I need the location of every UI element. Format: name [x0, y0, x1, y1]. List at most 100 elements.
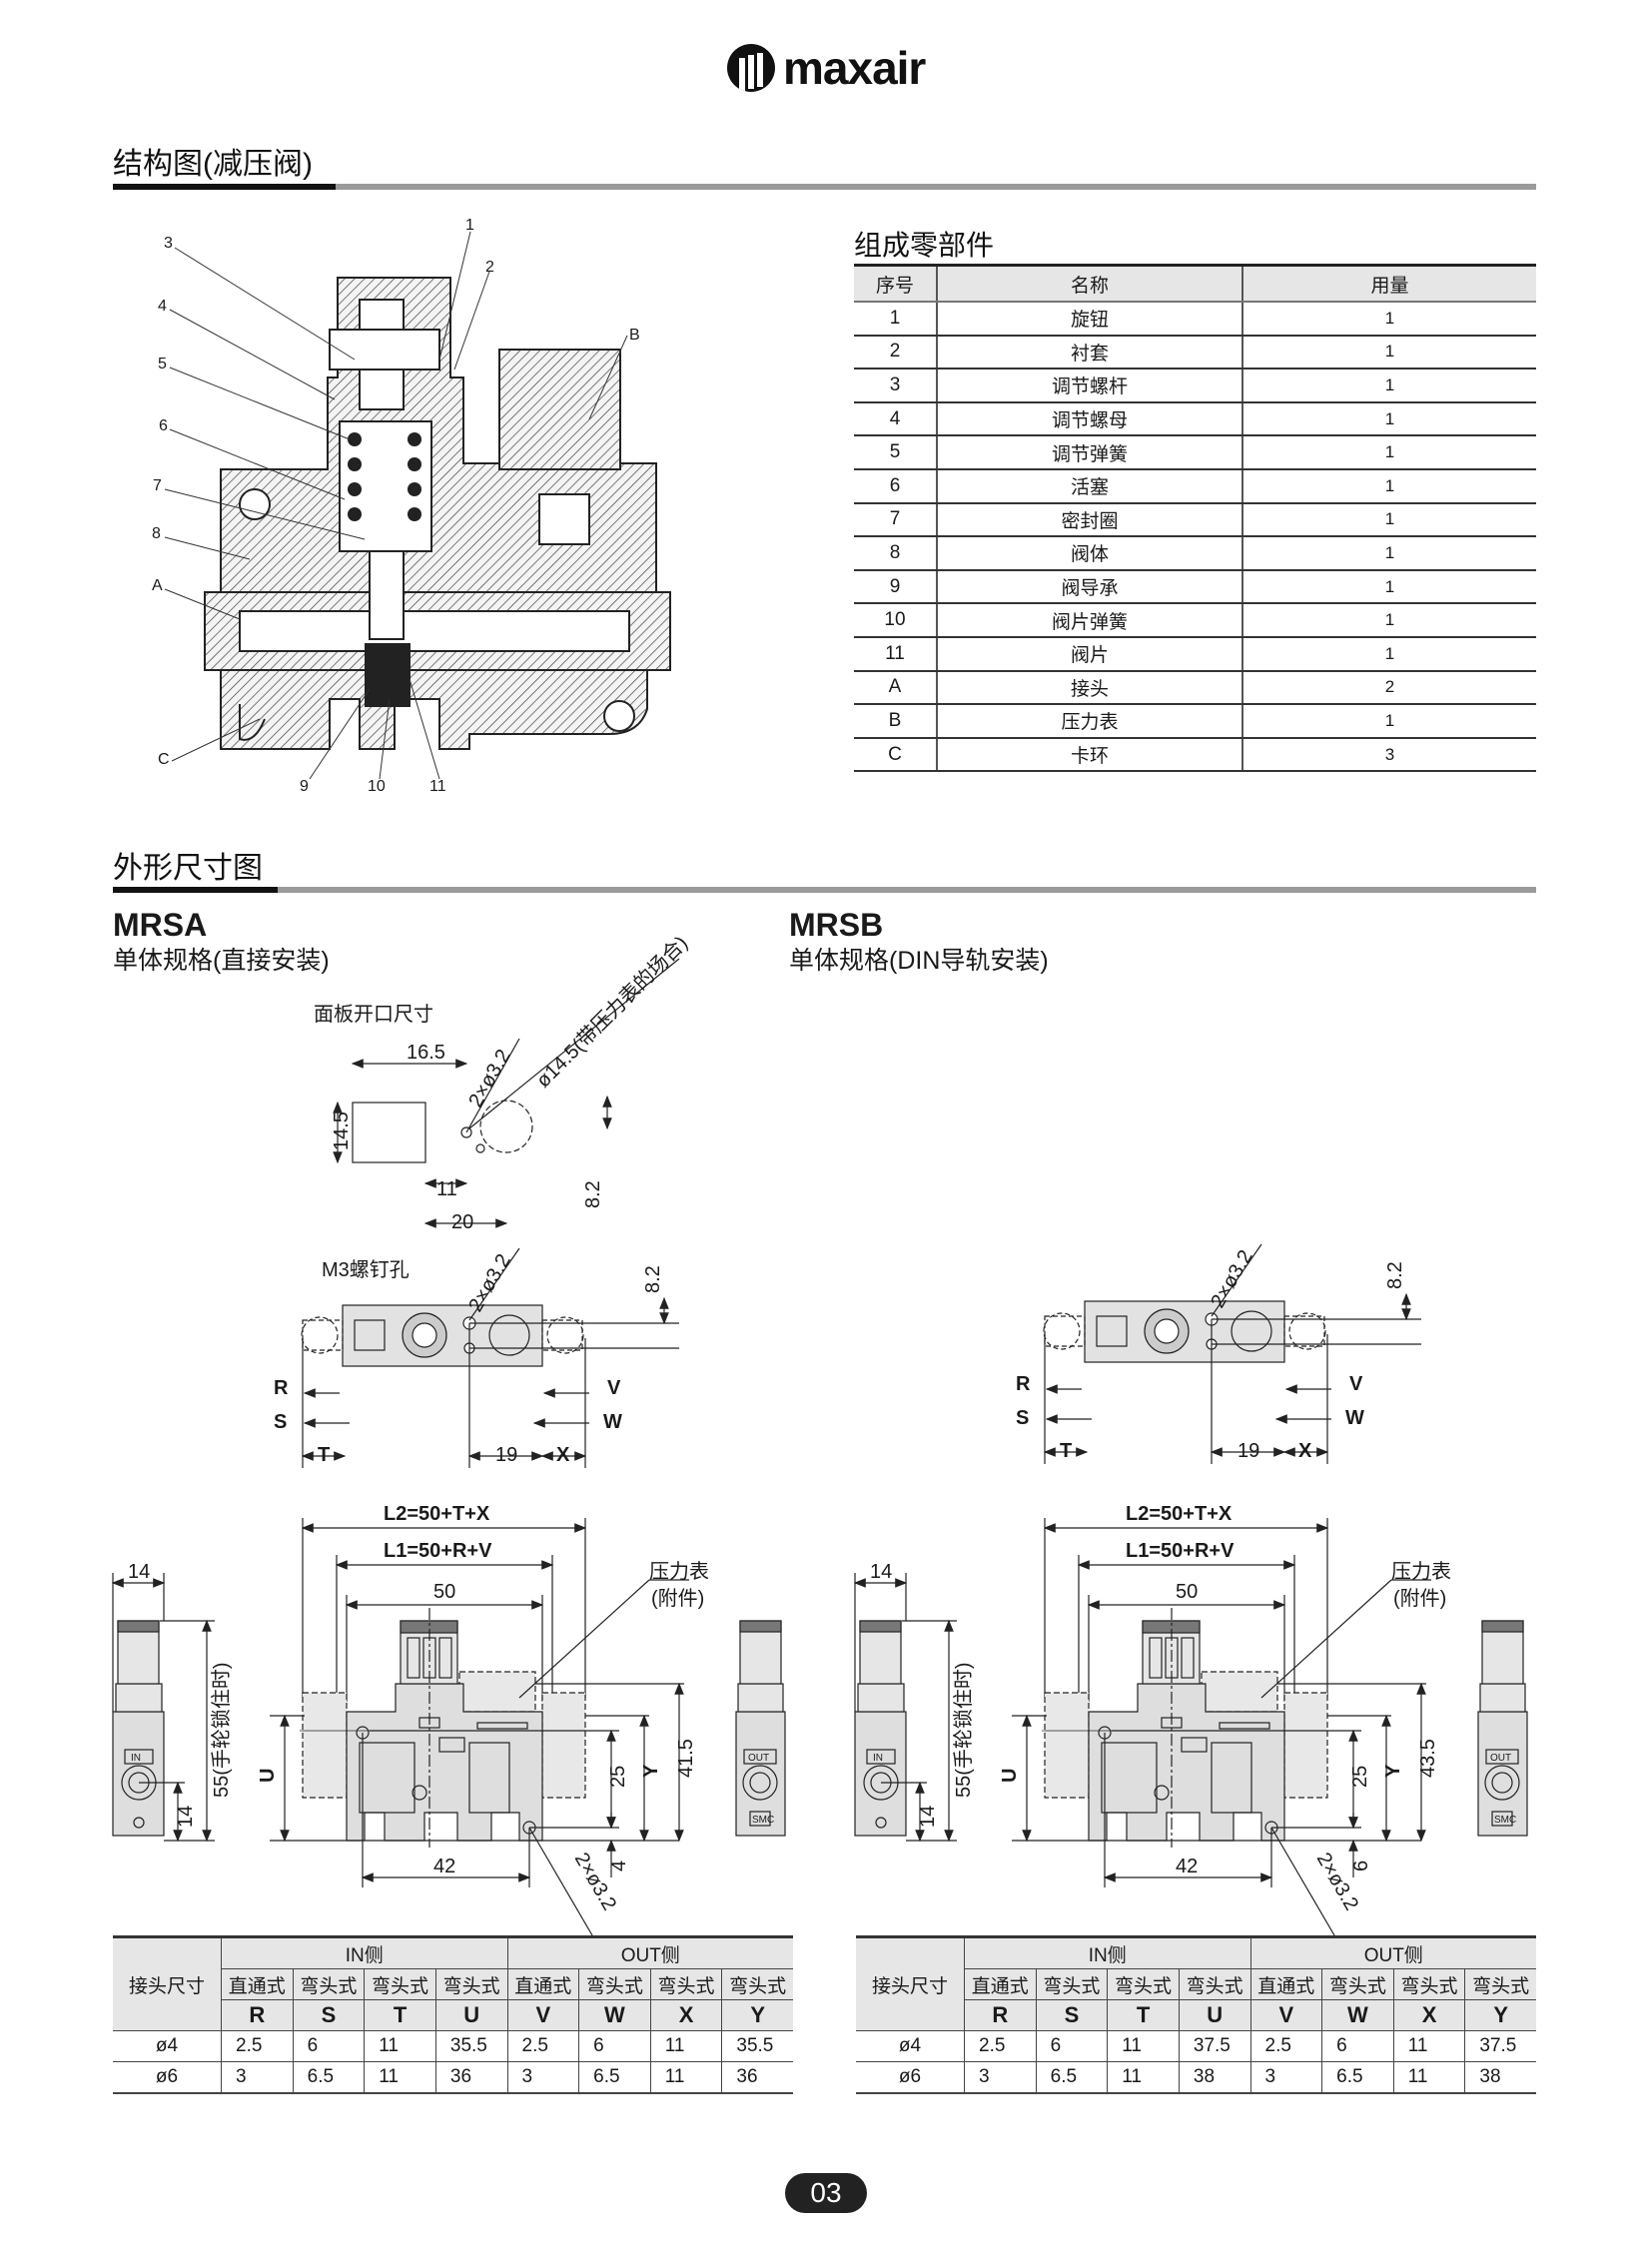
cross-section-leaders: [164, 231, 628, 780]
fitting-type-header: 弯头式: [1464, 1968, 1536, 2000]
logo-mark-icon: [727, 44, 775, 92]
part-quantity: 1: [1242, 468, 1536, 504]
front-view-drawing: [111, 1518, 786, 1948]
dimension-value: 6: [1321, 2030, 1394, 2062]
panel-cutout-labels: 面板开口尺寸 16.5 14.5 2×ø3.2 ø14.5(带压力表的场合) 1…: [314, 932, 692, 1233]
part-name: 调节弹簧: [937, 435, 1243, 470]
part-name: 压力表: [937, 704, 1243, 739]
callout-7: 7: [153, 477, 162, 494]
dim-8-2: 8.2: [1384, 1261, 1406, 1289]
dimension-letter-header: T: [1107, 1999, 1180, 2031]
dim-r: R: [274, 1377, 289, 1399]
out-side-header: OUT侧: [506, 1936, 793, 1969]
fitting-type-header: 弯头式: [1392, 1968, 1466, 2000]
dim-19: 19: [495, 1444, 517, 1466]
callout-9: 9: [300, 778, 309, 795]
in-side-header: IN侧: [221, 1936, 508, 1969]
dim-s: S: [1016, 1407, 1029, 1429]
callout-4: 4: [158, 298, 167, 315]
dim-v: V: [1349, 1373, 1363, 1395]
dim-14-width: 14: [128, 1561, 150, 1583]
smc-label: SMC: [1494, 1815, 1516, 1826]
dim-42: 42: [1176, 1856, 1198, 1877]
dim-l1: L1=50+R+V: [384, 1540, 492, 1562]
in-side-header: IN侧: [964, 1936, 1251, 1969]
callout-5: 5: [158, 356, 167, 373]
dim-l1: L1=50+R+V: [1126, 1540, 1235, 1562]
dim-holes: 2×ø3.2: [570, 1850, 620, 1914]
smc-label: SMC: [752, 1815, 774, 1826]
fitting-size: ø4: [113, 2030, 222, 2062]
cross-section-drawing: [204, 277, 671, 750]
part-quantity: 1: [1242, 502, 1536, 538]
callout-10: 10: [368, 778, 386, 795]
dimension-letter-header: V: [506, 1999, 580, 2031]
dim-y: Y: [640, 1764, 662, 1778]
dimension-value: 36: [434, 2061, 508, 2094]
page-number: 03: [785, 2173, 867, 2213]
dim-19: 19: [1238, 1440, 1259, 1462]
dim-holes: 2×ø3.2: [464, 1046, 514, 1111]
part-quantity: 1: [1242, 636, 1536, 672]
fitting-size: ø4: [856, 2030, 965, 2062]
fitting-type-header: 弯头式: [578, 1968, 651, 2000]
fitting-size-header: 接头尺寸: [856, 1936, 965, 2031]
dim-11: 11: [436, 1178, 457, 1200]
dimension-value: 6.5: [578, 2061, 651, 2094]
dimension-letter-header: W: [1321, 1999, 1394, 2031]
dim-gauge-cutout: ø14.5(带压力表的场合): [531, 932, 692, 1093]
callout-3: 3: [164, 235, 173, 252]
parts-table-header: 序号名称用量: [854, 265, 1536, 303]
dimension-value: 11: [1107, 2030, 1180, 2062]
part-number: 10: [854, 603, 938, 638]
dim-16-5: 16.5: [407, 1042, 445, 1064]
dim-14-5: 14.5: [331, 1112, 353, 1150]
part-name: 密封圈: [937, 502, 1243, 538]
callout-8: 8: [152, 525, 161, 542]
dimension-value: 37.5: [1464, 2030, 1536, 2062]
dimension-letter-header: V: [1249, 1999, 1323, 2031]
in-port-label: IN: [131, 1753, 141, 1764]
fitting-type-header: 弯头式: [1107, 1968, 1180, 2000]
model-mrsb-subtitle: 单体规格(DIN导轨安装): [789, 947, 1049, 975]
dimension-value: 3: [1249, 2061, 1323, 2094]
part-name: 活塞: [937, 468, 1243, 504]
cross-section-labels: 1 2 3 4 5 6 7 8 A C 9 10 11 B: [152, 217, 640, 795]
dim-14-width: 14: [870, 1561, 892, 1583]
fitting-type-row: 直通式弯头式弯头式弯头式直通式弯头式弯头式弯头式: [113, 1968, 793, 2000]
fitting-type-header: 弯头式: [1321, 1968, 1394, 2000]
dimension-value: 38: [1178, 2061, 1251, 2094]
fitting-type-header: 弯头式: [1178, 1968, 1251, 2000]
model-mrsb-title: MRSB: [789, 907, 884, 943]
dim-l2: L2=50+T+X: [384, 1503, 490, 1525]
dim-8-2: 8.2: [642, 1265, 664, 1293]
dim-x: X: [1298, 1440, 1312, 1462]
part-number: 6: [854, 468, 938, 504]
part-quantity: 1: [1242, 569, 1536, 605]
dimension-value: 2.5: [1249, 2030, 1323, 2062]
fitting-type-header: 弯头式: [721, 1968, 793, 2000]
panel-cutout-title: 面板开口尺寸: [314, 1003, 433, 1026]
dimension-value: 3: [964, 2061, 1037, 2094]
dimension-value: 35.5: [721, 2030, 793, 2062]
dimension-value: 11: [649, 2061, 723, 2094]
dim-l2: L2=50+T+X: [1126, 1503, 1233, 1525]
part-number: C: [854, 737, 938, 773]
dimension-value: 6: [578, 2030, 651, 2062]
dimension-letter-header: W: [578, 1999, 651, 2031]
section-divider-accent: [113, 887, 278, 893]
dim-55: 55(手轮锁住时): [210, 1662, 233, 1798]
part-name: 阀片弹簧: [937, 603, 1243, 638]
dimension-value: 6.5: [1035, 2061, 1109, 2094]
brand-logo: maxair: [727, 44, 926, 92]
part-quantity: 1: [1242, 335, 1536, 371]
